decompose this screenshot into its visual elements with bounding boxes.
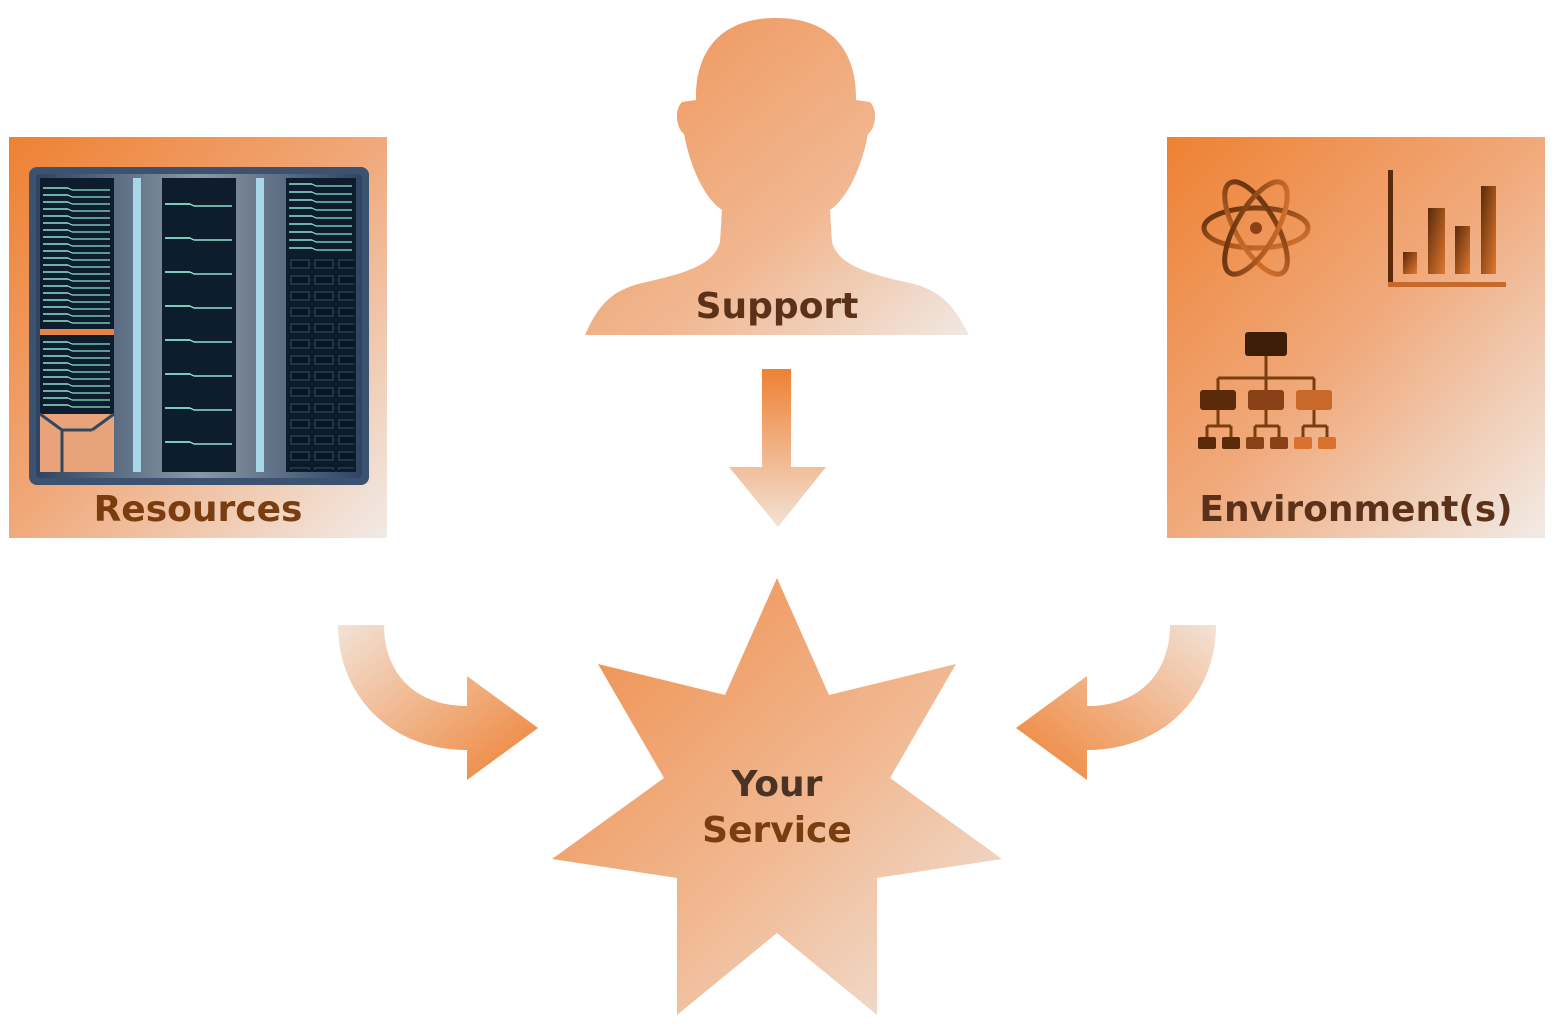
rack-led-line <box>311 191 317 195</box>
rack-led-line <box>311 239 317 243</box>
person-silhouette-icon <box>585 18 969 335</box>
rack-led-line <box>67 243 73 247</box>
rack-led-line <box>67 229 73 233</box>
service-label-line2: Service <box>702 810 852 851</box>
rack-led-line <box>311 231 317 235</box>
rack-led-line <box>67 306 73 310</box>
rack-led-line <box>67 215 73 219</box>
rack-led-line <box>67 376 73 380</box>
rack-led-line <box>67 236 73 240</box>
rack-led-line <box>189 271 195 275</box>
environments-label: Environment(s) <box>1199 489 1513 530</box>
support-node <box>585 18 969 335</box>
rack-led-line <box>67 404 73 408</box>
curved-arrow-right-icon <box>338 625 538 780</box>
rack-led-line <box>311 183 317 187</box>
rack-led-line <box>311 223 317 227</box>
rack-led-line <box>67 257 73 261</box>
rack-led-line <box>67 264 73 268</box>
rack-led-line <box>67 397 73 401</box>
rack-led-line <box>67 369 73 373</box>
curved-arrow-left-icon <box>1016 625 1216 780</box>
environments-node <box>1167 137 1545 538</box>
rack-led-line <box>311 215 317 219</box>
service-label-line1: Your <box>731 764 823 805</box>
rack-led-line <box>189 203 195 207</box>
rack-led-line <box>67 222 73 226</box>
rack-led-line <box>189 305 195 309</box>
rack-led-line <box>67 292 73 296</box>
rack-led-line <box>67 194 73 198</box>
rack-led-line <box>67 383 73 387</box>
rack-led-line <box>67 362 73 366</box>
bar-chart-icon <box>1388 170 1506 287</box>
rack-led-line <box>189 441 195 445</box>
rack-led-line <box>67 299 73 303</box>
hierarchy-tree-icon <box>1198 332 1336 449</box>
rack-led-line <box>189 407 195 411</box>
rack-led-line <box>67 201 73 205</box>
rack-led-line <box>67 341 73 345</box>
rack-led-line <box>67 278 73 282</box>
rack-led-line <box>67 313 73 317</box>
rack-led-line <box>189 237 195 241</box>
rack-led-group <box>43 183 352 445</box>
rack-led-line <box>67 320 73 324</box>
resources-label: Resources <box>93 489 303 530</box>
rack-led-line <box>67 348 73 352</box>
rack-led-line <box>67 250 73 254</box>
rack-led-line <box>67 355 73 359</box>
rack-led-line <box>67 271 73 275</box>
arrow-down-icon <box>729 369 826 527</box>
rack-led-line <box>311 199 317 203</box>
rack-led-line <box>67 285 73 289</box>
rack-led-line <box>67 390 73 394</box>
rack-led-line <box>189 373 195 377</box>
rack-led-line <box>311 247 317 251</box>
rack-led-line <box>67 187 73 191</box>
star-burst-icon <box>552 578 1002 1015</box>
rack-led-line <box>189 339 195 343</box>
support-label: Support <box>695 286 859 327</box>
service-label: Your Service <box>620 762 934 854</box>
resources-node <box>9 137 387 538</box>
server-rack-icon <box>29 167 369 485</box>
rack-led-line <box>67 208 73 212</box>
rack-led-line <box>311 207 317 211</box>
atom-icon <box>1201 179 1311 277</box>
